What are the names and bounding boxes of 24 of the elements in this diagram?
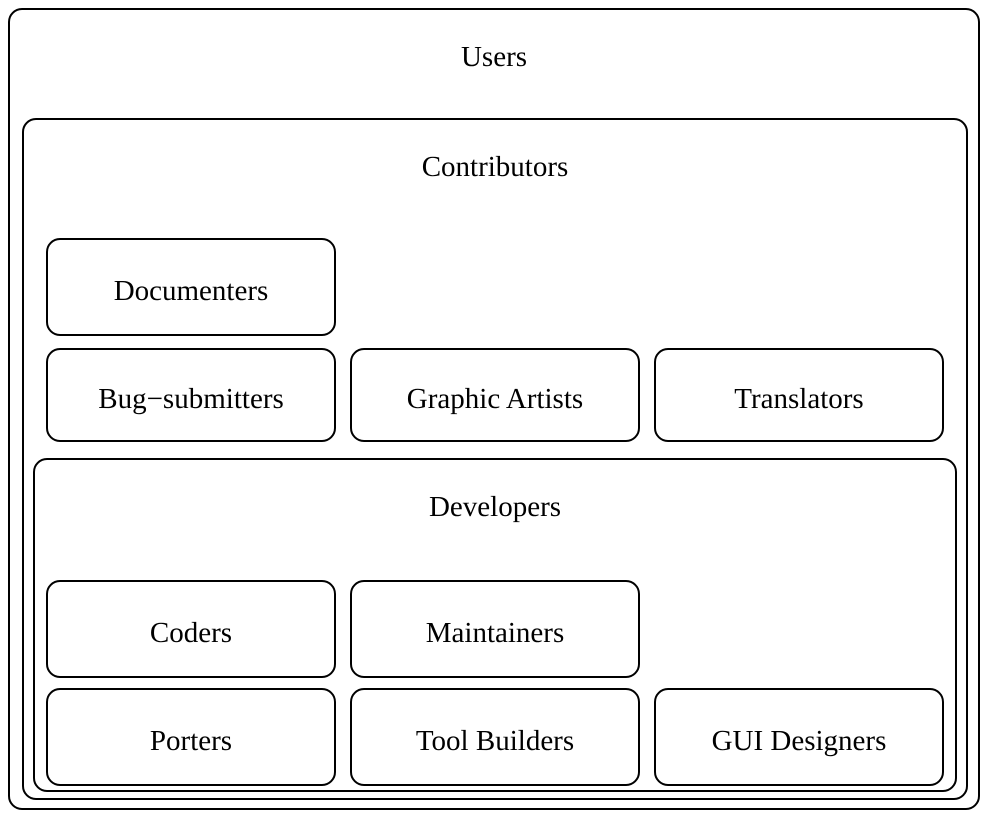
role-box (46, 688, 336, 786)
role-box (46, 580, 336, 678)
role-box (654, 688, 944, 786)
box-label: Tool Builders (416, 726, 574, 758)
group-box (33, 458, 957, 792)
box-label: Developers (428, 492, 562, 524)
box-label: Coders (150, 618, 232, 650)
role-box (350, 688, 640, 786)
box-label: Documenters (114, 276, 268, 308)
role-box (46, 348, 336, 442)
box-label: Translators (734, 384, 864, 416)
group-box (22, 118, 968, 800)
role-box (350, 580, 640, 678)
box-label: Contributors (422, 152, 568, 184)
box-label: GUI Designers (712, 726, 886, 758)
role-box (46, 238, 336, 336)
box-label: Users (460, 42, 528, 74)
box-label: Bug−submitters (98, 384, 284, 416)
role-box (654, 348, 944, 442)
box-label: Porters (150, 726, 232, 758)
group-box (8, 8, 980, 810)
role-box (350, 348, 640, 442)
box-label: Maintainers (426, 618, 564, 650)
box-label: Graphic Artists (406, 384, 584, 416)
